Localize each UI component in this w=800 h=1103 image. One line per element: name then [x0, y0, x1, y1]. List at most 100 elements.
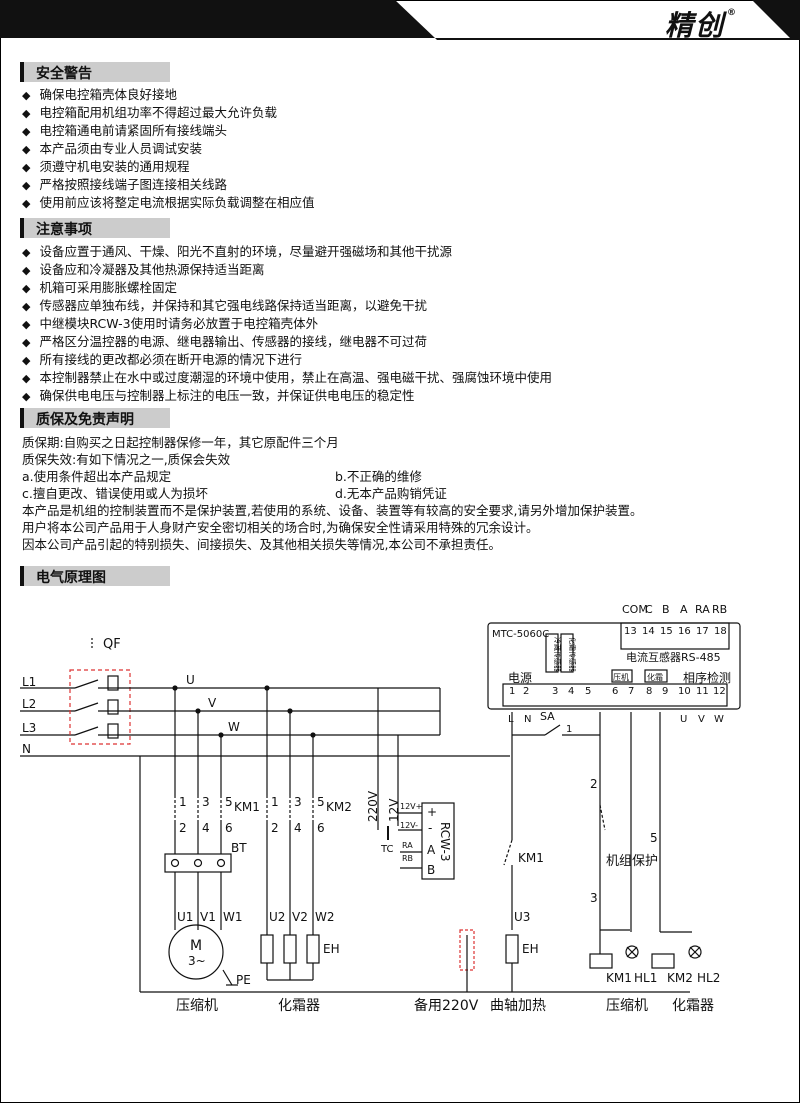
supply-lines: L1 L2 L3 N	[20, 675, 510, 757]
phase-pin: W	[714, 714, 724, 725]
km2-contacts: 1 3 5 KM2 2 4 6	[266, 795, 352, 922]
ct-label: 电流互感器RS-485	[626, 650, 721, 664]
wire-num: 2	[590, 777, 598, 791]
heater-terminal: U2	[269, 910, 285, 924]
unit-protection: 2 机组保护 3 5	[590, 712, 661, 932]
motor-terminal: W1	[223, 910, 243, 924]
qf-breaker: QF	[69, 637, 441, 745]
motor-symbol-sub: 3~	[188, 954, 206, 968]
list-item: 确保供电电压与控制器上标注的电压一致，并保证供电电压的稳定性	[22, 387, 552, 405]
top-terminal-num: 16	[678, 626, 691, 637]
wire-num: 3	[590, 891, 598, 905]
list-item: 机箱可采用膨胀螺栓固定	[22, 279, 552, 297]
contact-num: 2	[179, 821, 187, 835]
spare-220v	[459, 929, 475, 992]
list-item: 传感器应单独布线，并保持和其它强电线路保持适当距离，以避免干扰	[22, 297, 552, 315]
bottom-terminal-num: 5	[585, 686, 591, 697]
rcw-name: RCW-3	[438, 822, 452, 861]
defrost-heaters: U2 V2 W2 EH	[260, 910, 340, 981]
bottom-terminal-num: 7	[628, 686, 634, 697]
contact-num: 2	[271, 821, 279, 835]
bottom-terminal-num: 3	[552, 686, 558, 697]
caption: 备用220V	[414, 997, 479, 1014]
contact-num: 4	[294, 821, 302, 835]
schematic-title: 电气原理图	[36, 570, 106, 586]
rcw-pin: RB	[402, 854, 413, 863]
contact-num: 4	[202, 821, 210, 835]
crankcase-heater: KM1 U3 EH	[503, 712, 544, 992]
bt-label: BT	[231, 841, 247, 855]
motor-terminal: V1	[200, 910, 216, 924]
top-terminal-name: RB	[712, 603, 727, 616]
brand-logo: 精创®	[665, 4, 738, 44]
eh-label: EH	[323, 942, 340, 956]
contact-num: 6	[225, 821, 233, 835]
probe-label: 化霜传感器	[568, 637, 577, 672]
caption: 压缩机	[176, 998, 218, 1014]
header-bar	[0, 0, 800, 40]
transformer-in: 220V	[366, 790, 380, 822]
brand-name: 精创	[664, 9, 725, 42]
phase-pin: V	[698, 714, 705, 725]
list-item: 确保电控箱壳体良好接地	[22, 86, 314, 104]
hl2-label: HL2	[697, 971, 720, 985]
caption: 化霜器	[278, 998, 320, 1014]
bottom-terminal-num: 1	[509, 686, 515, 697]
caption: 化霜器	[672, 998, 714, 1014]
warranty-title: 质保及免责声明	[36, 412, 134, 428]
list-item: 须遵守机电安装的通用规程	[22, 158, 314, 176]
u3-label: U3	[514, 910, 530, 924]
disclaimer-line: 本产品是机组的控制装置而不是保护装置,若使用的系统、设备、装置等有较高的安全要求…	[22, 503, 643, 518]
warranty-heading: 质保及免责声明	[20, 408, 170, 428]
disclaimer-line: 因本公司产品引起的特别损失、间接损失、及其他相关损失等情况,本公司不承担责任。	[22, 537, 501, 552]
contact-num: 5	[225, 795, 233, 809]
condition-c: c.擅自更改、错误使用或人为损坏	[22, 486, 208, 501]
pe-label: PE	[236, 973, 251, 987]
km1-contacts: 1 3 5 KM1 2 4 6	[174, 795, 260, 854]
phase-detect-label: 相序检测	[683, 670, 731, 685]
contact-num: 6	[317, 821, 325, 835]
line-label: L3	[22, 721, 36, 735]
bottom-terminal-num: 8	[646, 686, 652, 697]
top-terminal-name: COM	[622, 603, 648, 616]
relay-label: 压机	[613, 672, 629, 682]
safety-heading: 安全警告	[20, 62, 170, 82]
notes-heading: 注意事项	[20, 218, 170, 238]
rcw-pin: RA	[402, 841, 413, 850]
contact-num: 1	[179, 795, 187, 809]
power-pin: L	[508, 714, 514, 725]
rcw-pin: 12V+	[400, 802, 422, 811]
list-item: 严格区分温控器的电源、继电器输出、传感器的接线，继电器不可过荷	[22, 333, 552, 351]
phase-v: V	[208, 696, 217, 710]
list-item: 设备应和冷凝器及其他热源保持适当距离	[22, 261, 552, 279]
top-terminal-num: 15	[660, 626, 673, 637]
coils-and-lamps: KM1 HL1 KM2 HL2	[589, 929, 720, 985]
contact-num: 1	[271, 795, 279, 809]
hl1-label: HL1	[634, 971, 657, 985]
caption: 压缩机	[606, 998, 648, 1014]
top-terminal-name: C	[645, 603, 653, 616]
compressor-motor: U1 V1 W1 M 3~ PE	[168, 910, 251, 987]
condition-b: b.不正确的维修	[335, 469, 422, 484]
list-item: 电控箱配用机组功率不得超过最大允许负载	[22, 104, 314, 122]
power-label: 电源	[508, 671, 532, 685]
probe-label: 冷藏传感器	[553, 637, 562, 672]
top-terminal-name: A	[680, 603, 688, 616]
condition-d: d.无本产品购销凭证	[335, 486, 447, 501]
list-item: 严格按照接线端子图连接相关线路	[22, 176, 314, 194]
line-label: L1	[22, 675, 36, 689]
sa-switch: SA 1	[512, 710, 600, 736]
contact-num: 3	[202, 795, 210, 809]
line-label: N	[22, 742, 31, 756]
contact-num: 3	[294, 795, 302, 809]
top-terminal-num: 13	[624, 626, 637, 637]
rcw-pin: 12V-	[400, 821, 418, 830]
bottom-terminal-num: 12	[713, 686, 726, 697]
bottom-terminal-num: 6	[612, 686, 618, 697]
list-item: 设备应置于通风、干燥、阳光不直射的环境，尽量避开强磁场和其他干扰源	[22, 243, 552, 261]
heater-terminal: V2	[292, 910, 308, 924]
relay-label: 化霜	[647, 672, 663, 682]
km1-coil: KM1	[606, 971, 632, 985]
rcw3-module: + - A B RCW-3 12V+ 12V- RA RB	[398, 802, 455, 880]
phase-u: U	[186, 673, 195, 687]
